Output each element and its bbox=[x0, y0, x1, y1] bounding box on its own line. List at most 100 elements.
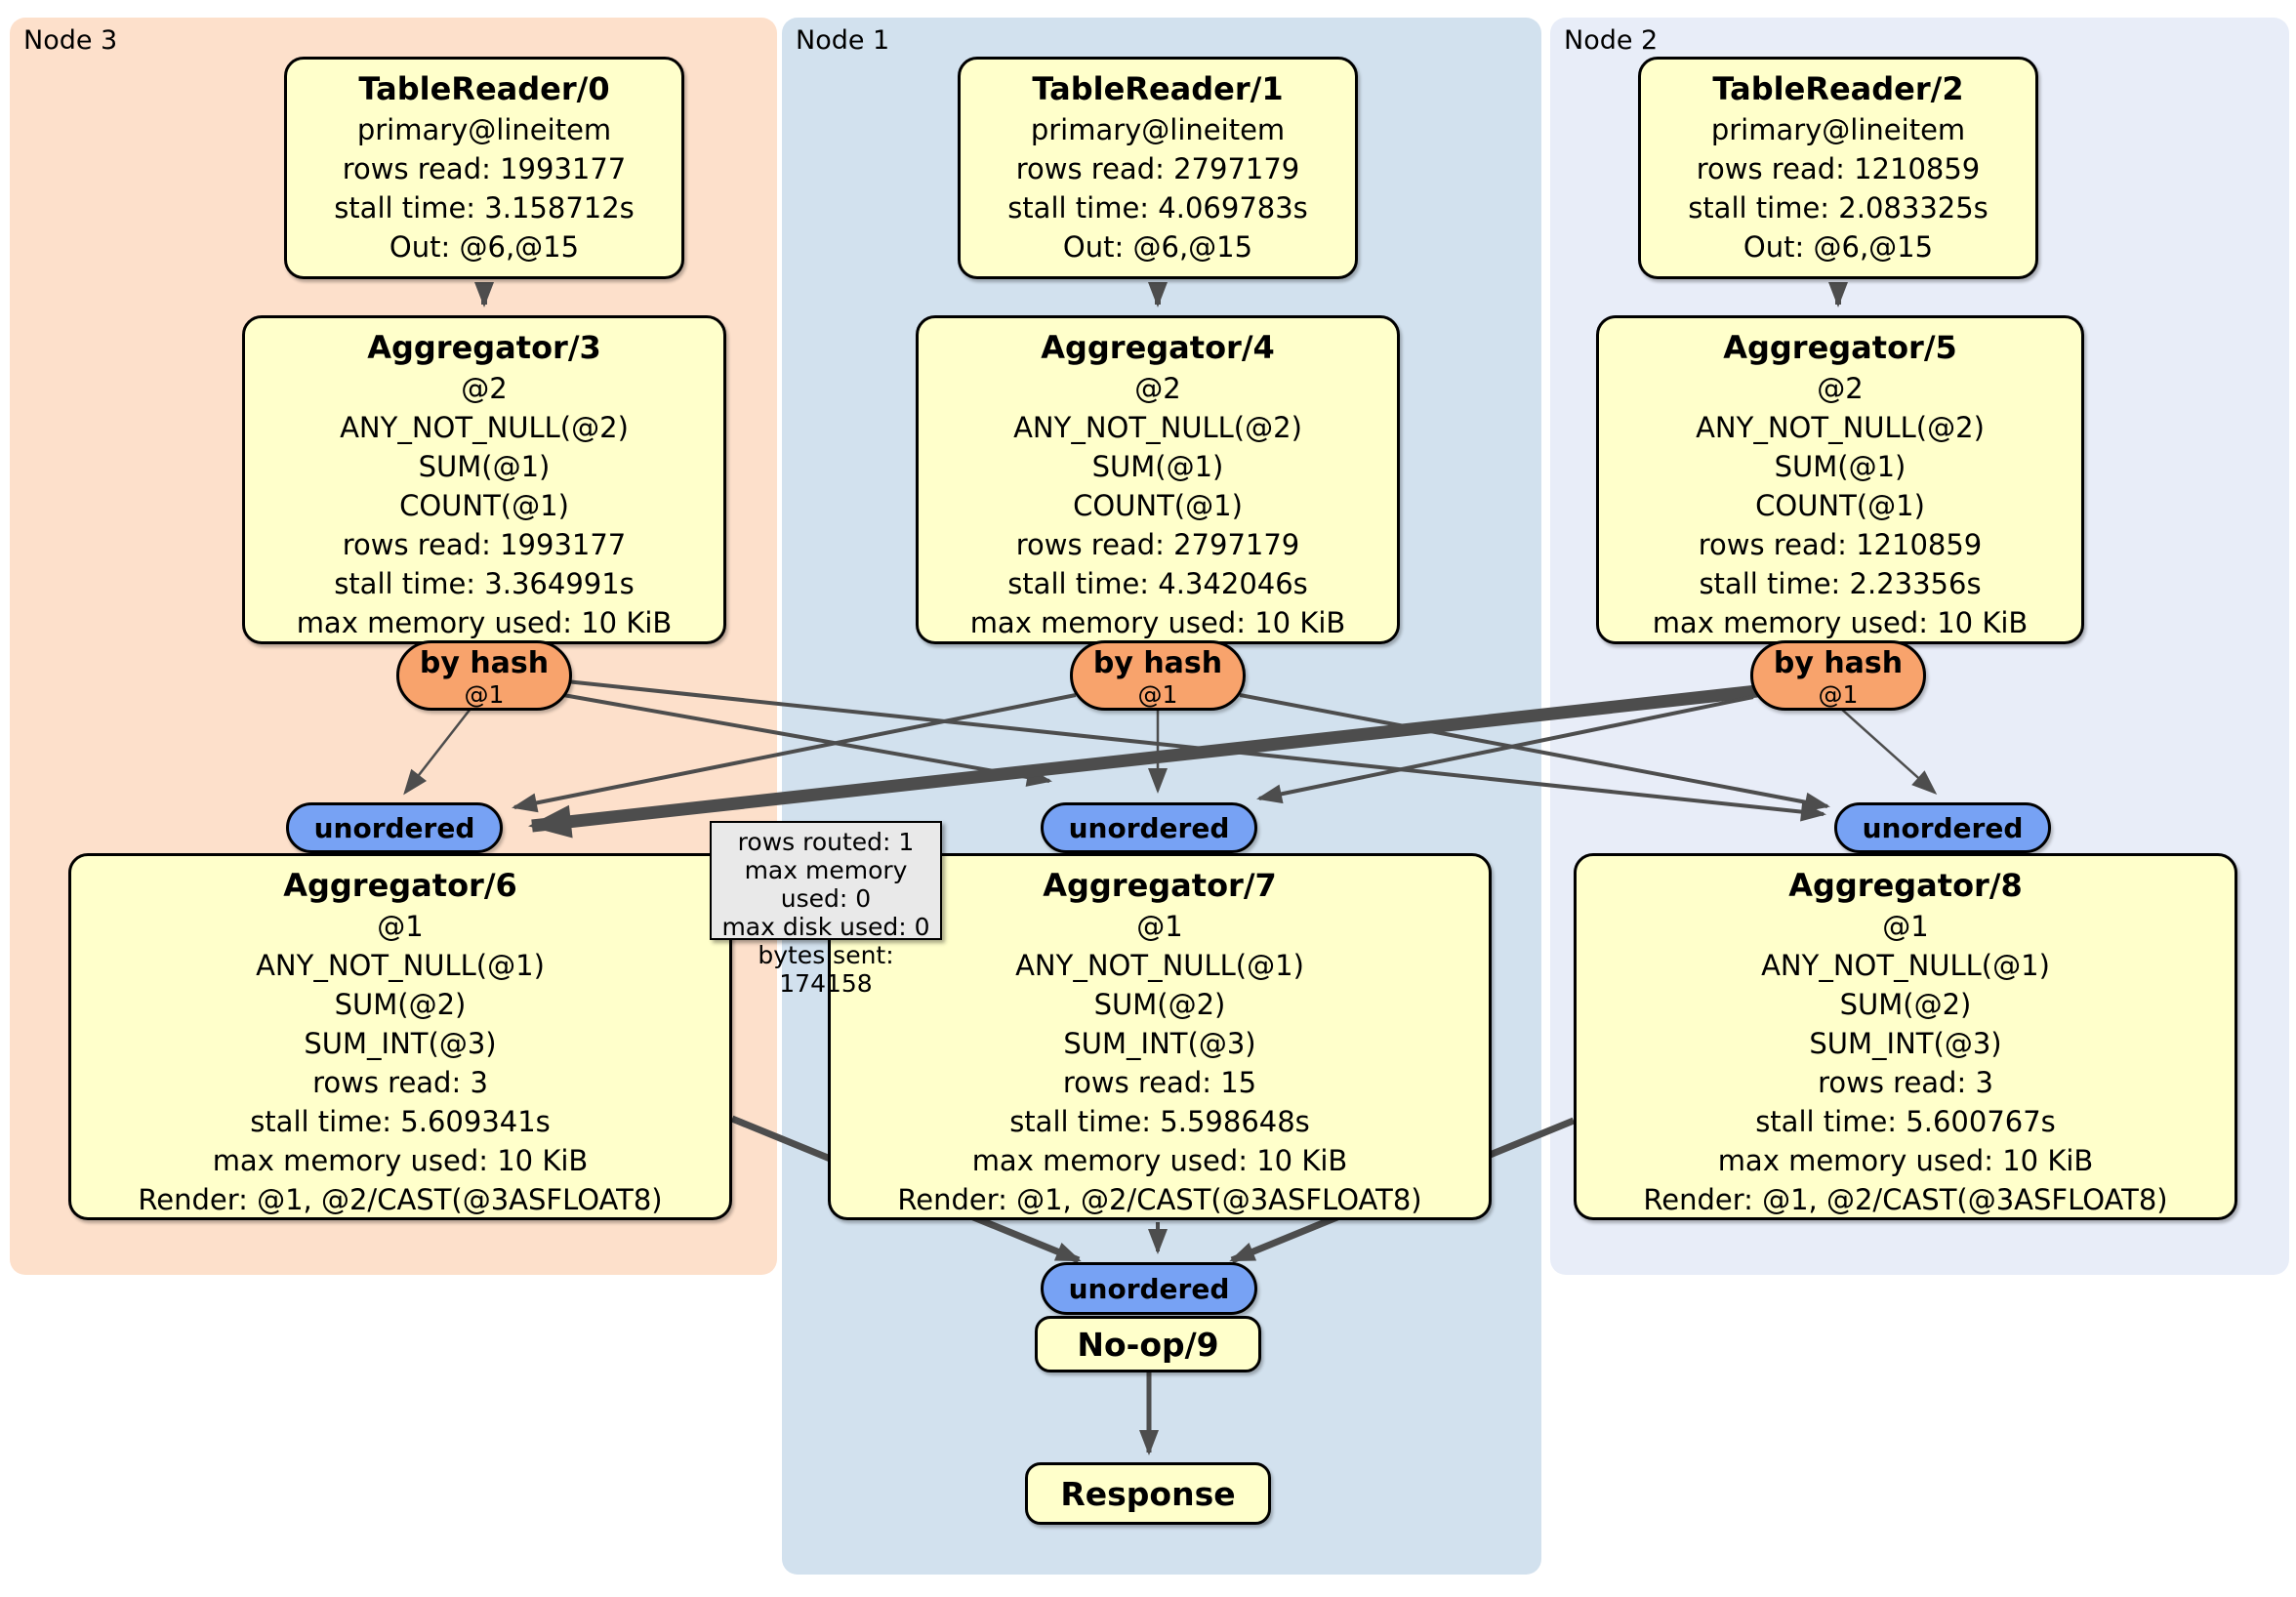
processor-detail: Out: @6,@15 bbox=[1062, 230, 1253, 264]
stream-label: unordered bbox=[313, 812, 475, 844]
processor-tablereader-2: TableReader/2 primary@lineitem rows read… bbox=[1638, 57, 2038, 279]
processor-detail: SUM(@1) bbox=[418, 450, 551, 483]
processor-detail: rows read: 1993177 bbox=[342, 528, 627, 561]
processor-aggregator-3: Aggregator/3 @2 ANY_NOT_NULL(@2) SUM(@1)… bbox=[242, 315, 726, 644]
processor-detail: SUM(@2) bbox=[1093, 988, 1226, 1021]
processor-detail: @1 bbox=[1136, 910, 1183, 943]
processor-detail: rows read: 3 bbox=[312, 1066, 488, 1099]
processor-detail: COUNT(@1) bbox=[399, 489, 569, 522]
edge-byhash5-to-unordered7[interactable] bbox=[1256, 695, 1754, 804]
tooltip-line: max disk used: 0 bbox=[721, 913, 930, 941]
router-by-hash-3: by hash @1 bbox=[396, 640, 572, 711]
processor-detail: @2 bbox=[1817, 372, 1864, 405]
edge-byhash4-to-unordered8[interactable] bbox=[1239, 693, 1830, 812]
tooltip-line: bytes sent: 174158 bbox=[758, 941, 894, 998]
processor-detail: max memory used: 10 KiB bbox=[971, 1144, 1348, 1177]
processor-detail: max memory used: 10 KiB bbox=[296, 606, 673, 639]
edge-byhash3-to-unordered6[interactable] bbox=[403, 708, 472, 796]
processor-detail: primary@lineitem bbox=[356, 113, 612, 146]
processor-detail: stall time: 3.364991s bbox=[334, 567, 635, 600]
region-node-3-label: Node 3 bbox=[23, 25, 118, 56]
processor-detail: ANY_NOT_NULL(@1) bbox=[1761, 949, 2050, 982]
processor-detail: stall time: 2.23356s bbox=[1699, 567, 1982, 600]
router-key: @1 bbox=[1137, 680, 1178, 709]
processor-detail: COUNT(@1) bbox=[1755, 489, 1925, 522]
region-node-2-label: Node 2 bbox=[1564, 25, 1659, 56]
stream-unordered-8: unordered bbox=[1834, 802, 2051, 853]
processor-detail: Out: @6,@15 bbox=[389, 230, 580, 264]
response-box: Response bbox=[1025, 1462, 1271, 1525]
processor-title: TableReader/0 bbox=[358, 70, 610, 107]
processor-detail: stall time: 4.342046s bbox=[1007, 567, 1308, 600]
processor-detail: SUM(@2) bbox=[1839, 988, 1972, 1021]
processor-detail: rows read: 2797179 bbox=[1015, 528, 1300, 561]
processor-detail: stall time: 2.083325s bbox=[1688, 191, 1988, 225]
processor-tablereader-1: TableReader/1 primary@lineitem rows read… bbox=[958, 57, 1358, 279]
stream-label: unordered bbox=[1068, 1273, 1230, 1305]
processor-noop-9: No-op/9 bbox=[1035, 1316, 1261, 1372]
processor-detail: stall time: 5.609341s bbox=[250, 1105, 551, 1138]
processor-tablereader-0: TableReader/0 primary@lineitem rows read… bbox=[284, 57, 684, 279]
processor-detail: stall time: 5.600767s bbox=[1755, 1105, 2056, 1138]
router-label: by hash bbox=[1773, 646, 1904, 680]
tooltip-line: max memory used: 0 bbox=[744, 856, 908, 913]
processor-detail: ANY_NOT_NULL(@2) bbox=[1696, 411, 1985, 444]
processor-title: No-op/9 bbox=[1077, 1326, 1219, 1364]
processor-detail: rows read: 3 bbox=[1818, 1066, 1993, 1099]
processor-detail: @1 bbox=[377, 910, 424, 943]
processor-detail: rows read: 15 bbox=[1062, 1066, 1257, 1099]
router-key: @1 bbox=[464, 680, 505, 709]
edge-byhash5-to-unordered8[interactable] bbox=[1840, 708, 1938, 796]
processor-detail: max memory used: 10 KiB bbox=[1652, 606, 2029, 639]
processor-detail: primary@lineitem bbox=[1030, 113, 1286, 146]
stream-unordered-7: unordered bbox=[1041, 802, 1257, 853]
edge-byhash3-to-unordered7[interactable] bbox=[562, 693, 1052, 787]
processor-detail: @1 bbox=[1882, 910, 1929, 943]
stream-label: unordered bbox=[1068, 812, 1230, 844]
processor-title: Aggregator/8 bbox=[1788, 867, 2023, 904]
processor-detail: ANY_NOT_NULL(@2) bbox=[340, 411, 629, 444]
edge-byhash5-to-unordered6[interactable] bbox=[528, 684, 1758, 839]
processor-detail: ANY_NOT_NULL(@2) bbox=[1013, 411, 1302, 444]
processor-detail: max memory used: 10 KiB bbox=[969, 606, 1346, 639]
edge-stats-tooltip: rows routed: 1 max memory used: 0 max di… bbox=[710, 821, 942, 998]
router-label: by hash bbox=[1092, 646, 1223, 680]
processor-detail: Render: @1, @2/CAST(@3ASFLOAT8) bbox=[897, 1183, 1422, 1216]
edge-byhash4-to-unordered6[interactable] bbox=[512, 693, 1077, 813]
processor-detail: @2 bbox=[461, 372, 508, 405]
router-by-hash-5: by hash @1 bbox=[1750, 640, 1926, 711]
processor-detail: SUM(@1) bbox=[1091, 450, 1224, 483]
processor-detail: rows read: 1210859 bbox=[1696, 152, 1981, 185]
processor-detail: ANY_NOT_NULL(@1) bbox=[256, 949, 545, 982]
processor-aggregator-7: Aggregator/7 @1 ANY_NOT_NULL(@1) SUM(@2)… bbox=[828, 853, 1492, 1220]
processor-detail: stall time: 5.598648s bbox=[1009, 1105, 1310, 1138]
stream-unordered-final: unordered bbox=[1041, 1262, 1257, 1315]
processor-detail: max memory used: 10 KiB bbox=[212, 1144, 589, 1177]
router-key: @1 bbox=[1818, 680, 1859, 709]
processor-title: Response bbox=[1060, 1475, 1236, 1513]
processor-title: TableReader/1 bbox=[1032, 70, 1284, 107]
stream-unordered-6: unordered bbox=[286, 802, 503, 853]
router-label: by hash bbox=[419, 646, 550, 680]
processor-title: TableReader/2 bbox=[1712, 70, 1964, 107]
processor-aggregator-6: Aggregator/6 @1 ANY_NOT_NULL(@1) SUM(@2)… bbox=[68, 853, 732, 1220]
processor-detail: SUM(@1) bbox=[1774, 450, 1906, 483]
processor-title: Aggregator/5 bbox=[1723, 329, 1957, 366]
processor-aggregator-4: Aggregator/4 @2 ANY_NOT_NULL(@2) SUM(@1)… bbox=[916, 315, 1400, 644]
processor-detail: COUNT(@1) bbox=[1073, 489, 1243, 522]
processor-detail: rows read: 1993177 bbox=[342, 152, 627, 185]
router-by-hash-4: by hash @1 bbox=[1070, 640, 1246, 711]
processor-detail: ANY_NOT_NULL(@1) bbox=[1015, 949, 1304, 982]
processor-detail: @2 bbox=[1134, 372, 1181, 405]
processor-detail: primary@lineitem bbox=[1710, 113, 1966, 146]
processor-detail: rows read: 1210859 bbox=[1698, 528, 1983, 561]
tooltip-line: rows routed: 1 bbox=[737, 828, 915, 856]
processor-detail: Render: @1, @2/CAST(@3ASFLOAT8) bbox=[1643, 1183, 2168, 1216]
processor-detail: stall time: 4.069783s bbox=[1007, 191, 1308, 225]
processor-title: Aggregator/4 bbox=[1041, 329, 1275, 366]
processor-detail: SUM_INT(@3) bbox=[304, 1027, 497, 1060]
processor-detail: Out: @6,@15 bbox=[1742, 230, 1934, 264]
processor-detail: max memory used: 10 KiB bbox=[1717, 1144, 2094, 1177]
processor-aggregator-5: Aggregator/5 @2 ANY_NOT_NULL(@2) SUM(@1)… bbox=[1596, 315, 2084, 644]
